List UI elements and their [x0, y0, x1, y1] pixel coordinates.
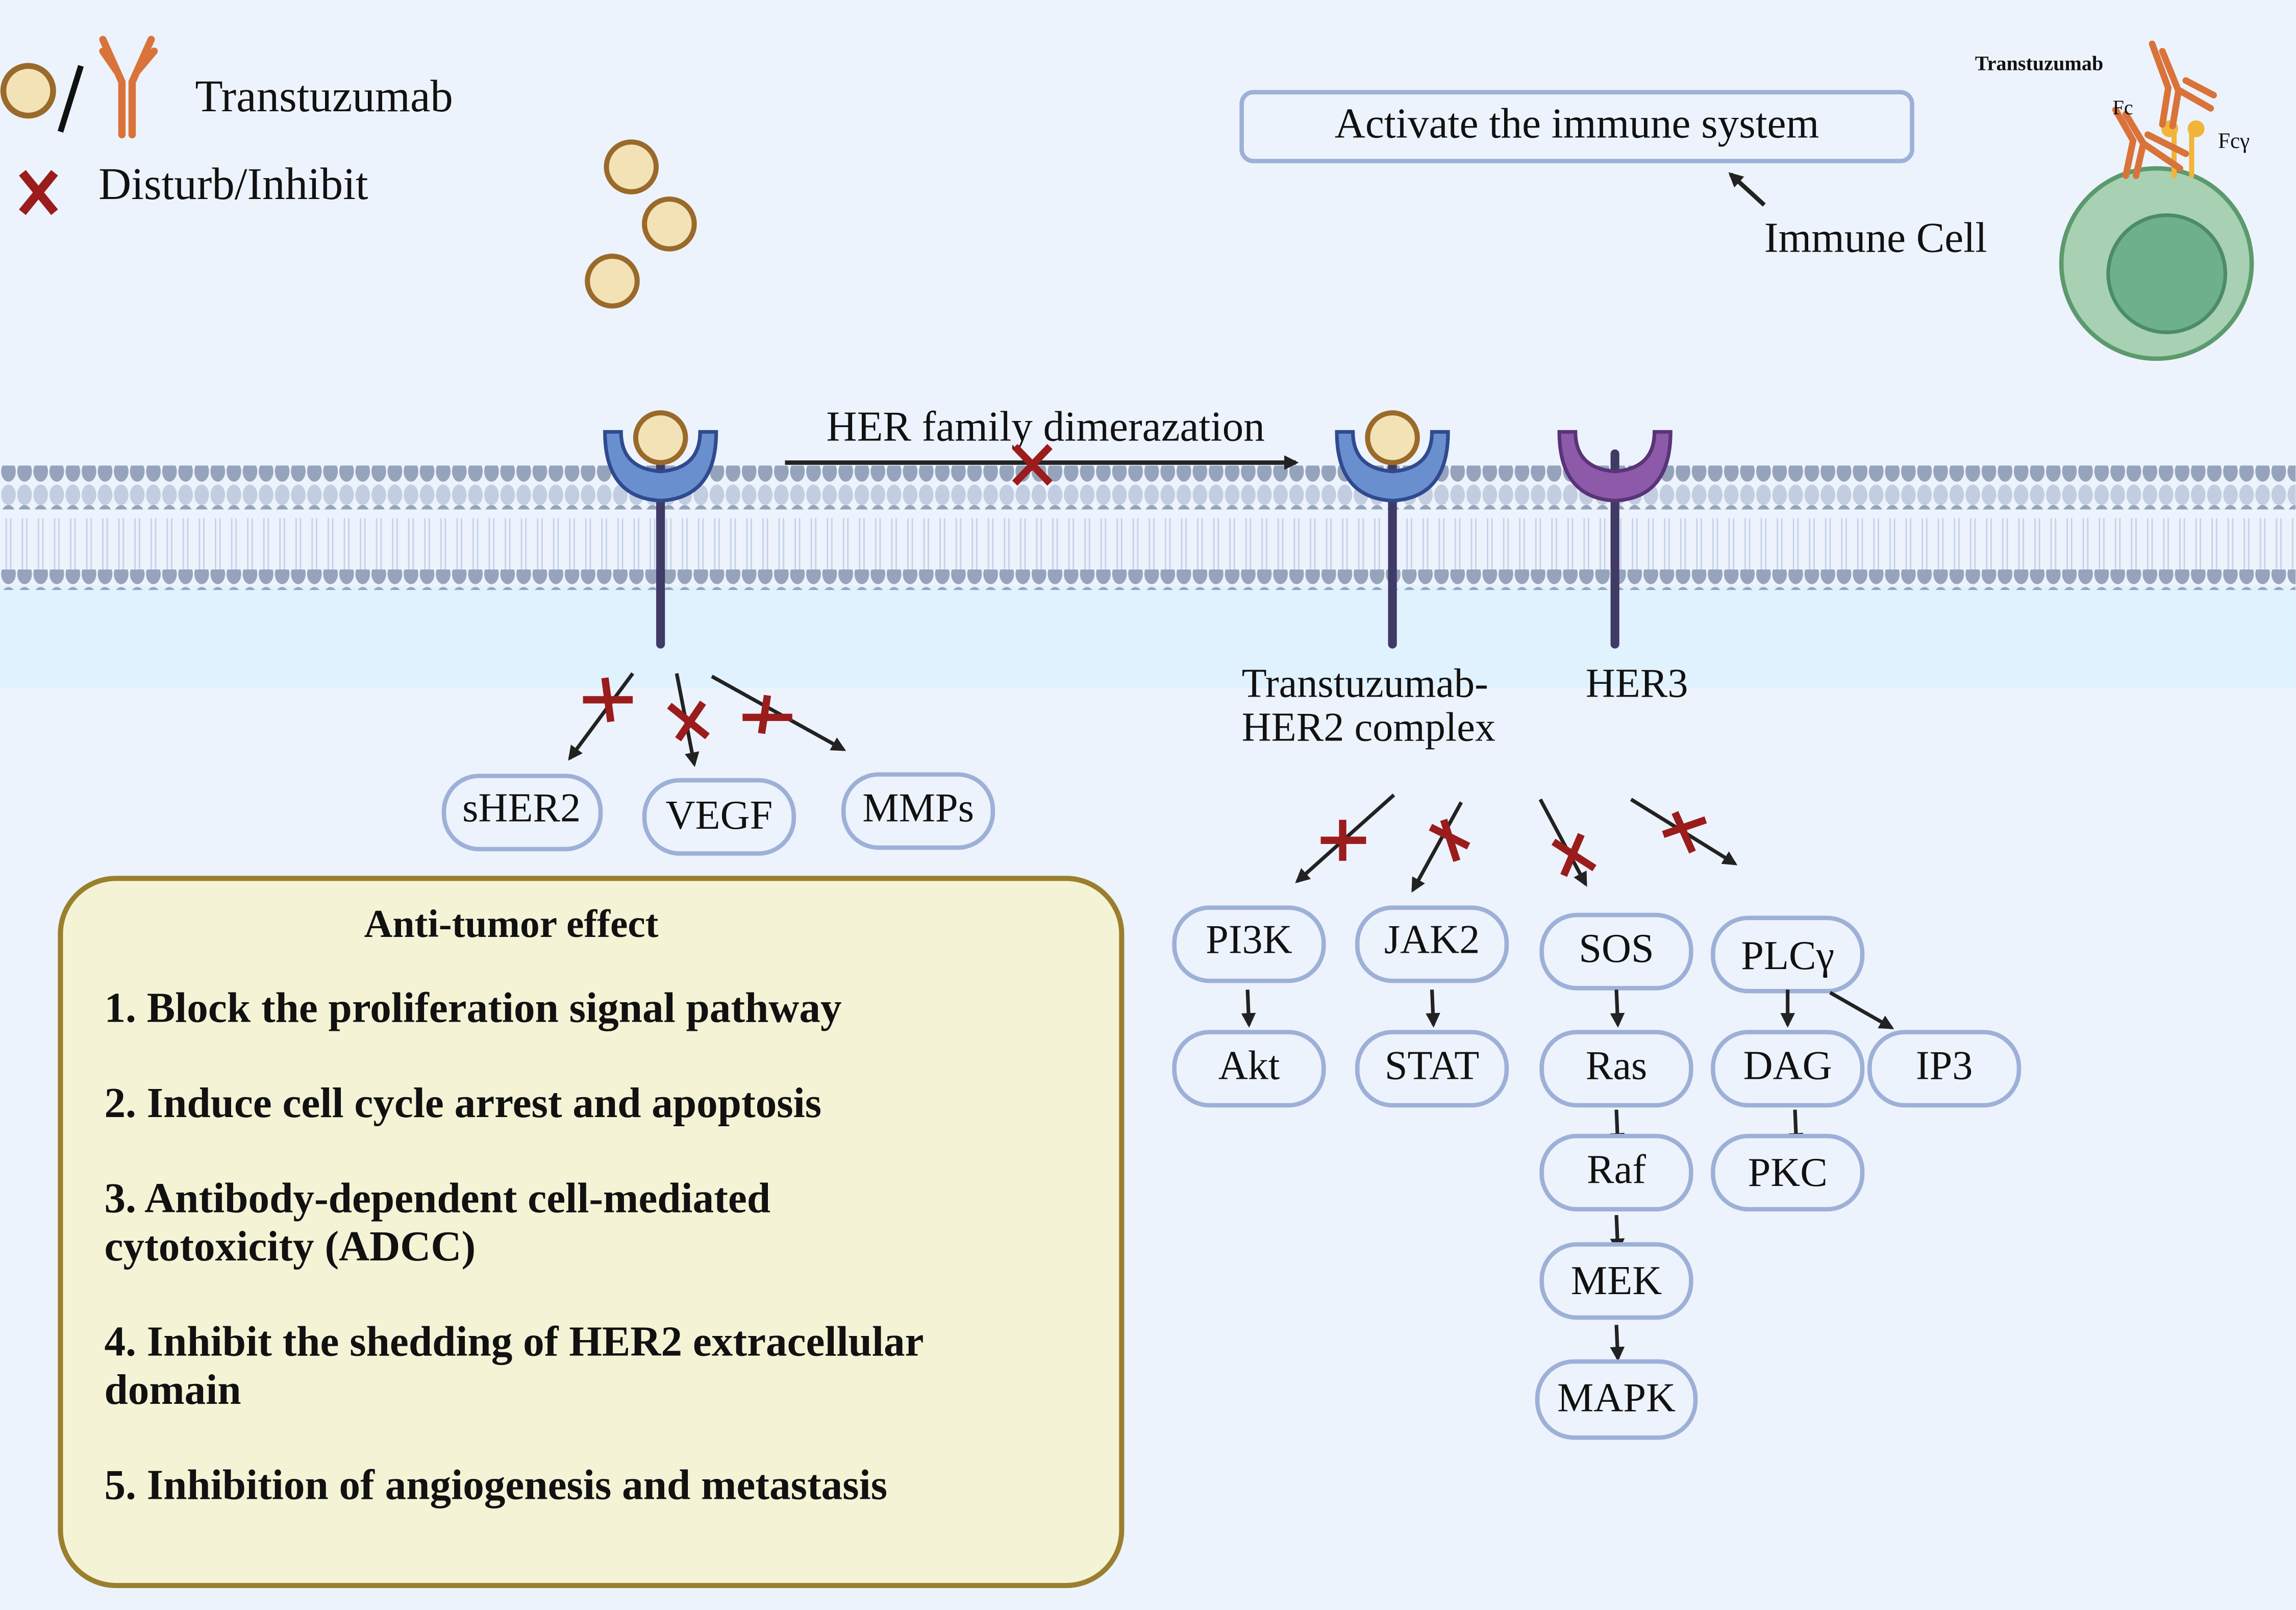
node-label: DAG: [1743, 1043, 1832, 1088]
legend-inhibit-label: Disturb/Inhibit: [98, 159, 368, 209]
node-label: sHER2: [462, 785, 581, 830]
node-label: SOS: [1579, 926, 1654, 971]
node-label: Akt: [1218, 1043, 1280, 1088]
node-label: PI3K: [1206, 917, 1292, 962]
node-label: PLCγ: [1741, 933, 1834, 978]
inhibit-x-icon: [19, 170, 58, 215]
effect-item: 1. Block the proliferation signal pathwa…: [105, 984, 842, 1031]
node-label: JAK2: [1384, 917, 1480, 962]
cell-membrane: [0, 465, 2296, 590]
node-label: MEK: [1571, 1258, 1662, 1303]
node-jak2: [1355, 905, 1509, 983]
node-mmps: [841, 772, 995, 850]
node-vegf: [642, 778, 796, 856]
effect-item-continued: domain: [105, 1366, 241, 1413]
dimerization-label: HER family dimerazation: [827, 403, 1265, 450]
effect-title: Anti-tumor effect: [364, 902, 659, 946]
immune-cell: Transtuzumab Fc Fcγ: [1975, 40, 2254, 361]
node-pi3k: [1172, 905, 1326, 983]
effect-item-continued: cytotoxicity (ADCC): [105, 1223, 476, 1270]
inhibit-x-icons-shedding: [583, 677, 792, 741]
node-label: IP3: [1916, 1043, 1973, 1088]
effect-item: 4. Inhibit the shedding of HER2 extracel…: [105, 1318, 924, 1365]
free-antibody-icon: [2149, 40, 2217, 130]
legend-drug-label: Transtuzumab: [195, 71, 453, 121]
inhibit-x-icon: [1012, 444, 1053, 486]
immune-cell-label: Immune Cell: [1764, 214, 1987, 261]
immune-arrow: [1728, 172, 1766, 207]
pathway-sos: SOS Ras Raf MEK MAPK: [1535, 912, 1698, 1440]
immune-activation-label: Activate the immune system: [1335, 100, 1819, 147]
node-label: STAT: [1385, 1043, 1479, 1088]
node-sher2: [441, 774, 603, 852]
cytoplasm-band: [0, 585, 2296, 688]
drug-circle-icon: [0, 63, 56, 119]
node-pkc: [1711, 1133, 1865, 1211]
complex-label-line2: HER2 complex: [1242, 705, 1495, 750]
node-label: VEGF: [666, 792, 773, 838]
node-raf: [1539, 1133, 1693, 1211]
node-label: Ras: [1586, 1043, 1647, 1088]
slash-divider: [57, 65, 84, 133]
her2-receptor-left: [603, 410, 718, 649]
node-label: MAPK: [1557, 1375, 1676, 1421]
her3-receptor: [1557, 430, 1673, 649]
pathway-pi3k: PI3K Akt: [1172, 905, 1326, 1108]
shedding-targets: sHER2 VEGF MMPs: [441, 772, 995, 856]
drug-molecule: [642, 196, 697, 252]
drug-molecule: [1365, 410, 1420, 465]
effect-item: 2. Induce cell cycle arrest and apoptosi…: [105, 1079, 822, 1126]
node-label: PKC: [1748, 1150, 1828, 1195]
pathway-plc: PLCγ DAG IP3 PKC: [1711, 915, 2022, 1211]
drug-molecule: [585, 254, 640, 309]
drug-molecule: [604, 139, 659, 194]
node-stat: [1355, 1030, 1509, 1108]
node-dag: [1711, 1030, 1865, 1108]
node-mapk: [1535, 1359, 1698, 1440]
bound-antibody-icon: [2112, 106, 2189, 179]
node-sos: [1539, 912, 1693, 990]
node-label: MMPs: [862, 785, 974, 830]
node-ip3: [1867, 1030, 2022, 1108]
effect-item: 3. Antibody-dependent cell-mediated: [105, 1174, 771, 1221]
anti-tumor-effect-panel: Anti-tumor effect 1. Block the prolifera…: [58, 876, 1125, 1588]
node-label: Raf: [1587, 1147, 1646, 1192]
immune-activation-box: [1239, 90, 1914, 163]
fc-label: Fc: [2113, 96, 2133, 119]
her3-label: HER3: [1586, 661, 1688, 706]
legend: Transtuzumab Disturb/Inhibit: [0, 36, 453, 215]
immune-antibody-label: Transtuzumab: [1975, 52, 2103, 75]
pathway-jak: JAK2 STAT: [1355, 905, 1509, 1108]
inhibit-x-icons-signaling: [1320, 811, 1707, 877]
antibody-icon: [99, 36, 158, 139]
node-akt: [1172, 1030, 1326, 1108]
node-mek: [1539, 1242, 1693, 1320]
complex-label-line1: Transtuzumab-: [1242, 661, 1488, 706]
fc-gamma-label: Fcγ: [2218, 129, 2250, 153]
effect-item: 5. Inhibition of angiogenesis and metast…: [105, 1462, 888, 1508]
her2-complex-receptor: [1335, 410, 1450, 649]
nucleus: [2106, 213, 2228, 334]
free-drug-molecules: [585, 139, 697, 309]
node-ras: [1539, 1030, 1693, 1108]
drug-molecule: [633, 410, 688, 465]
